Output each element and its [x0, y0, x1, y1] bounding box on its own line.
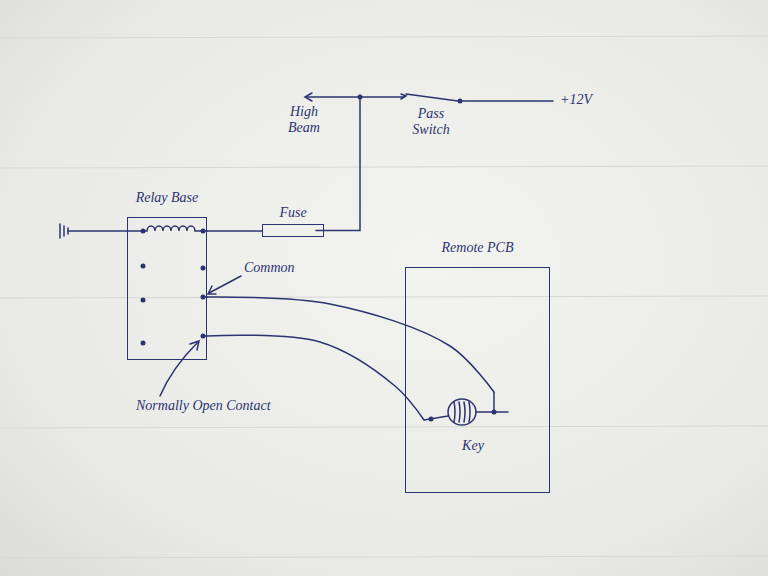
key-switch: Key	[424, 392, 522, 462]
callout-label: Normally Open Contact	[136, 398, 271, 414]
relay-pin	[141, 229, 146, 234]
switch-contact	[401, 94, 406, 99]
relay-pin	[201, 295, 206, 300]
paper-rule	[0, 36, 768, 38]
relay-pin	[141, 298, 146, 303]
part-label: Key	[424, 438, 522, 454]
wire	[306, 96, 360, 98]
relay-pin	[141, 264, 146, 269]
paper-rule	[0, 556, 768, 558]
wire	[460, 100, 553, 102]
wire	[360, 96, 404, 98]
fuse-body	[262, 224, 324, 237]
paper-rule	[0, 296, 768, 298]
ground-symbol	[63, 226, 65, 236]
box-heading: Relay Base	[136, 190, 199, 206]
wire	[207, 230, 262, 232]
wire	[207, 297, 494, 392]
leader-line	[209, 276, 241, 293]
switch-pivot	[458, 99, 463, 104]
box-heading: Remote PCB	[442, 240, 514, 256]
arrowhead	[190, 341, 199, 350]
arrowhead	[208, 286, 216, 294]
leader-line	[160, 342, 198, 396]
relay-pin	[201, 229, 206, 234]
supply-label: +12V	[560, 92, 592, 108]
key-hatch	[469, 402, 470, 422]
fuse: Fuse	[262, 205, 324, 237]
arrowhead	[305, 93, 312, 101]
signal-name: High Beam	[282, 104, 326, 136]
relay-pin	[201, 334, 206, 339]
paper-rule	[0, 426, 768, 428]
part-label: Fuse	[262, 205, 324, 221]
remote-pcb: Remote PCBKey	[405, 267, 550, 493]
key-pin	[492, 410, 497, 415]
wire	[68, 230, 143, 232]
part-name: Pass Switch	[405, 106, 457, 138]
key-body	[448, 399, 476, 425]
switch-lever	[406, 94, 458, 101]
wire	[316, 97, 360, 231]
relay-base: Relay Base	[127, 217, 207, 360]
key-hatch	[464, 402, 465, 422]
key-hatch	[459, 402, 460, 422]
callout-label: Common	[244, 260, 295, 276]
relay-coil	[143, 226, 207, 231]
key-pin	[429, 417, 434, 422]
relay-pin	[141, 341, 146, 346]
relay-pin	[201, 266, 206, 271]
key-hatch	[454, 402, 455, 422]
paper-rule	[0, 166, 768, 168]
wire	[493, 392, 495, 412]
ground-symbol	[59, 224, 61, 238]
key-terminal	[424, 416, 448, 420]
paper-rules	[0, 36, 768, 558]
junction-dot	[358, 95, 363, 100]
